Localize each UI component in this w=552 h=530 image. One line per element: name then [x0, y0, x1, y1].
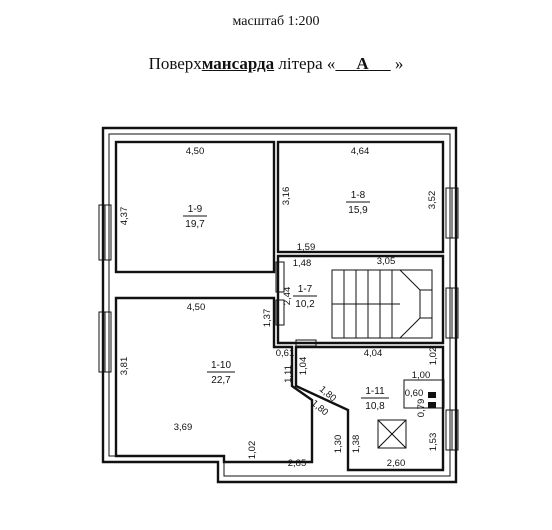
scale-label: масштаб 1:200 [232, 14, 320, 29]
svg-text:1-7: 1-7 [298, 284, 313, 295]
svg-text:19,7: 19,7 [185, 219, 205, 230]
dim-r8-left: 3,16 [281, 187, 292, 206]
floor-prefix: Поверх [148, 54, 202, 73]
dim-138: 1,38 [351, 435, 362, 454]
windows [98, 187, 459, 451]
svg-text:22,7: 22,7 [211, 375, 231, 386]
dim-102b: 1,02 [247, 441, 258, 460]
dim-305: 3,05 [377, 256, 396, 267]
svg-text:10,2: 10,2 [295, 299, 315, 310]
svg-text:1-8: 1-8 [351, 190, 366, 201]
room-1-7-label: 1-7 10,2 [293, 284, 317, 310]
dim-244: 2,44 [282, 287, 293, 306]
dim-130: 1,30 [333, 435, 344, 454]
svg-text:15,9: 15,9 [348, 205, 368, 216]
dim-100: 1,00 [412, 370, 431, 381]
svg-text:1-9: 1-9 [188, 204, 203, 215]
dim-404: 4,04 [364, 348, 383, 359]
dim-153: 1,53 [428, 433, 439, 452]
svg-text:10,8: 10,8 [365, 401, 385, 412]
dim-061: 0,61 [276, 348, 295, 359]
dim-148: 1,48 [293, 258, 312, 269]
skylight-icon [377, 419, 407, 449]
dim-079: 0,79 [416, 399, 427, 418]
dim-137: 1,37 [262, 309, 273, 328]
doors [275, 261, 317, 347]
room-1-9-outline [114, 140, 276, 274]
letter-suffix: » [394, 54, 404, 73]
outer-wall-inner-line [108, 133, 451, 477]
room-1-10-label: 1-10 22,7 [207, 360, 235, 386]
dim-285: 2,85 [288, 458, 307, 469]
dim-159: 1,59 [297, 242, 316, 253]
dim-r8-right: 3,52 [427, 191, 438, 210]
dim-r9-left: 4,37 [119, 207, 130, 226]
svg-text:1-11: 1-11 [365, 386, 385, 397]
room-1-9-label: 1-9 19,7 [183, 204, 207, 230]
room-1-10-outline [114, 296, 314, 464]
letter-prefix: літера « [278, 54, 336, 73]
dim-102a: 1,02 [428, 347, 439, 366]
letter-value: А [356, 54, 370, 73]
dim-111: 1,11 [283, 365, 294, 383]
dimension-labels: 4,50 4,37 4,64 3,16 3,52 1,59 1,48 3,05 … [119, 146, 439, 469]
dim-260: 2,60 [387, 458, 406, 469]
dim-r9-top: 4,50 [186, 146, 205, 157]
svg-text:1-10: 1-10 [211, 360, 231, 371]
floor-name: мансарда [201, 54, 275, 73]
room-1-11-label: 1-11 10,8 [361, 386, 389, 412]
dim-104: 1,04 [298, 357, 309, 376]
dim-r8-top: 4,64 [351, 146, 370, 157]
floor-title: Поверхмансарда літера « А » [0, 54, 552, 74]
outer-wall [101, 126, 458, 484]
room-1-8-outline [276, 140, 445, 254]
dim-r10-left: 3,81 [119, 357, 130, 376]
room-1-11-outline [294, 345, 445, 472]
dim-r10-top: 4,50 [187, 302, 206, 313]
dim-060: 0,60 [405, 388, 424, 399]
room-1-8-label: 1-8 15,9 [346, 190, 370, 216]
room-1-7-outline [276, 254, 445, 345]
dim-r10-bottom: 3,69 [174, 422, 193, 433]
vent-block [403, 379, 445, 409]
staircase [331, 269, 433, 339]
